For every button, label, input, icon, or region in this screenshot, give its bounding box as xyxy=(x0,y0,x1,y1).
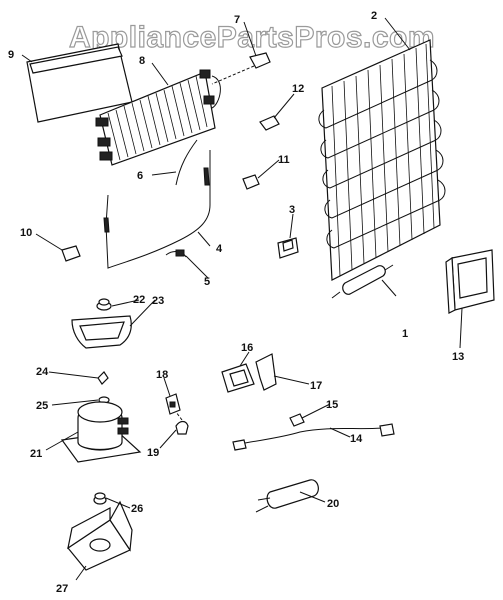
callout-27: 27 xyxy=(56,583,68,595)
part-10-clip[interactable] xyxy=(61,245,81,262)
part-7-clip[interactable] xyxy=(211,52,271,85)
callout-24: 24 xyxy=(36,366,49,378)
callout-16: 16 xyxy=(241,342,253,354)
part-22-grommet[interactable] xyxy=(96,298,112,311)
part-23-cover[interactable] xyxy=(71,315,132,349)
callout-15: 15 xyxy=(326,399,338,411)
callout-25: 25 xyxy=(36,400,48,412)
callout-26: 26 xyxy=(131,503,143,515)
part-3-bracket[interactable] xyxy=(277,237,299,259)
part-5-sensor[interactable] xyxy=(165,249,187,258)
callout-2: 2 xyxy=(371,10,377,22)
callout-21: 21 xyxy=(30,448,42,460)
callout-13: 13 xyxy=(452,351,464,363)
part-1-drier[interactable] xyxy=(331,264,394,299)
callout-12: 12 xyxy=(292,83,304,95)
callout-5: 5 xyxy=(204,276,210,288)
part-15-plug[interactable] xyxy=(289,413,305,427)
callout-8: 8 xyxy=(139,55,145,67)
callout-11: 11 xyxy=(278,154,290,166)
callout-9: 9 xyxy=(8,49,14,61)
part-12-clip[interactable] xyxy=(259,115,280,131)
part-20-capacitor[interactable] xyxy=(255,479,319,513)
callout-14: 14 xyxy=(350,433,363,445)
callout-17: 17 xyxy=(310,380,322,392)
part-6-tube[interactable] xyxy=(175,139,198,186)
callout-labels: 1 2 3 4 5 6 7 8 9 10 11 12 13 14 15 16 1… xyxy=(8,10,464,595)
callout-1: 1 xyxy=(402,328,408,340)
part-21-compressor[interactable] xyxy=(60,401,142,463)
part-14-power-cord[interactable] xyxy=(232,423,395,451)
part-8-evaporator[interactable] xyxy=(95,69,221,166)
part-24-clip[interactable] xyxy=(97,371,109,385)
callout-6: 6 xyxy=(137,170,143,182)
part-11-clip[interactable] xyxy=(242,174,260,190)
callout-18: 18 xyxy=(156,369,168,381)
callout-19: 19 xyxy=(147,447,159,459)
callout-22: 22 xyxy=(133,294,145,306)
part-2-condenser[interactable] xyxy=(318,39,446,281)
part-18-relay[interactable] xyxy=(165,393,181,415)
part-4-heater-wire[interactable] xyxy=(103,150,211,269)
leader-lines xyxy=(21,17,463,581)
part-17-clip[interactable] xyxy=(255,353,277,391)
callout-23: 23 xyxy=(152,295,164,307)
part-27-base-bracket[interactable] xyxy=(67,500,133,571)
callout-10: 10 xyxy=(20,227,32,239)
part-26-grommet[interactable] xyxy=(93,492,107,505)
watermark: AppliancePartsPros.com xyxy=(69,21,435,54)
callout-7: 7 xyxy=(234,14,240,26)
part-16-overload[interactable] xyxy=(221,363,255,393)
callout-4: 4 xyxy=(216,243,223,255)
part-13-bracket[interactable] xyxy=(445,249,495,314)
part-19-connector[interactable] xyxy=(175,411,189,435)
callout-3: 3 xyxy=(289,204,295,216)
callout-20: 20 xyxy=(327,498,339,510)
